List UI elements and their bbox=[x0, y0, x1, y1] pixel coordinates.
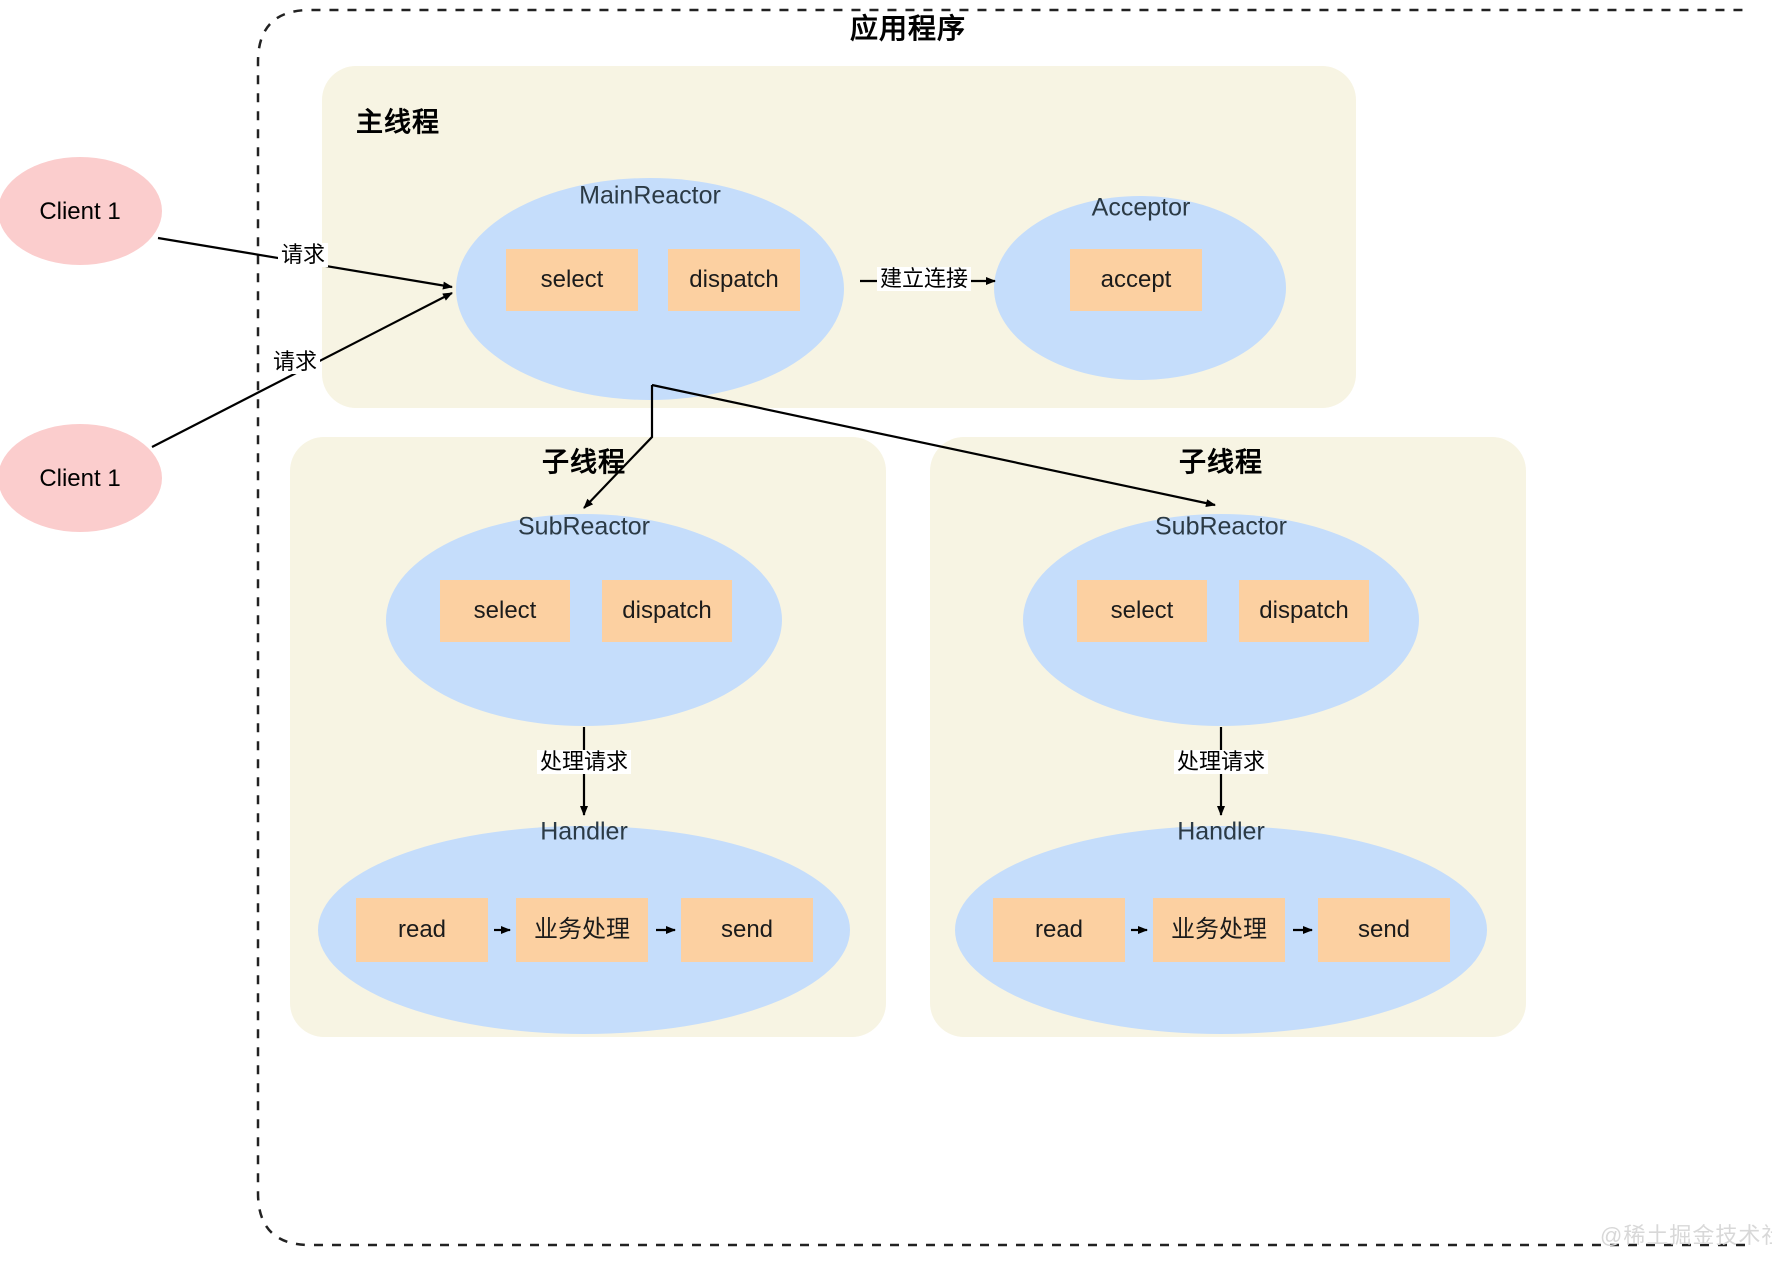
sub-thread-title-2: 子线程 bbox=[1179, 447, 1263, 478]
edge-mainreactor-to-subreactor-1 bbox=[583, 385, 654, 509]
edge-label-request-1: 请求 bbox=[277, 243, 329, 267]
handler-2-box-send: send bbox=[1357, 916, 1411, 943]
client-label-1: Client 1 bbox=[39, 198, 121, 225]
box-main-select bbox=[506, 249, 638, 311]
handler-label-1: Handler bbox=[540, 817, 628, 846]
main-reactor-label: MainReactor bbox=[579, 181, 721, 210]
edge-mainreactor-to-subreactor-2 bbox=[651, 383, 1216, 508]
sub-reactor-1-box-select: select bbox=[473, 597, 537, 624]
edge-label-request-2: 请求 bbox=[269, 350, 321, 374]
handler-2-box-read: read bbox=[1034, 916, 1084, 943]
acceptor-label: Acceptor bbox=[1091, 193, 1191, 222]
client-ellipse-1 bbox=[0, 157, 162, 265]
main-thread-title: 主线程 bbox=[356, 107, 440, 138]
box-h1-send bbox=[681, 898, 813, 962]
main-reactor-ellipse bbox=[456, 178, 844, 400]
edge-label-establish-connection: 建立连接 bbox=[876, 267, 972, 291]
box-main-dispatch bbox=[668, 249, 800, 311]
box-sub1-select bbox=[440, 580, 570, 642]
sub-reactor-2-box-select: select bbox=[1110, 597, 1174, 624]
main-reactor-box-dispatch: dispatch bbox=[689, 266, 779, 293]
page-title: 应用程序 bbox=[849, 13, 967, 44]
client-ellipse-2 bbox=[0, 424, 162, 532]
edge-label-handle-request-1: 处理请求 bbox=[536, 750, 632, 774]
box-h2-read bbox=[993, 898, 1125, 962]
watermark: @稀土掘金技术社区 bbox=[1600, 1223, 1772, 1248]
box-sub2-dispatch bbox=[1239, 580, 1369, 642]
acceptor-box-accept: accept bbox=[1100, 266, 1172, 293]
box-h2-send bbox=[1318, 898, 1450, 962]
box-h2-business bbox=[1153, 898, 1285, 962]
main-reactor-box-select: select bbox=[540, 266, 604, 293]
sub-reactor-ellipse-2 bbox=[1023, 514, 1419, 726]
sub-thread-title-1: 子线程 bbox=[542, 447, 626, 478]
handler-1-box-send: send bbox=[720, 916, 774, 943]
box-sub2-select bbox=[1077, 580, 1207, 642]
box-sub1-dispatch bbox=[602, 580, 732, 642]
sub-reactor-label-1: SubReactor bbox=[517, 512, 651, 541]
edge-label-handle-request-2: 处理请求 bbox=[1173, 750, 1269, 774]
box-h1-read bbox=[356, 898, 488, 962]
handler-label-2: Handler bbox=[1177, 817, 1265, 846]
handler-1-box-read: read bbox=[397, 916, 447, 943]
handler-2-box-business: 业务处理 bbox=[1171, 916, 1267, 943]
sub-reactor-ellipse-1 bbox=[386, 514, 782, 726]
box-accept bbox=[1070, 249, 1202, 311]
sub-reactor-label-2: SubReactor bbox=[1154, 512, 1288, 541]
sub-reactor-1-box-dispatch: dispatch bbox=[622, 597, 712, 624]
client-label-2: Client 1 bbox=[39, 465, 121, 492]
sub-reactor-2-box-dispatch: dispatch bbox=[1259, 597, 1349, 624]
box-h1-business bbox=[516, 898, 648, 962]
handler-1-box-business: 业务处理 bbox=[534, 916, 630, 943]
